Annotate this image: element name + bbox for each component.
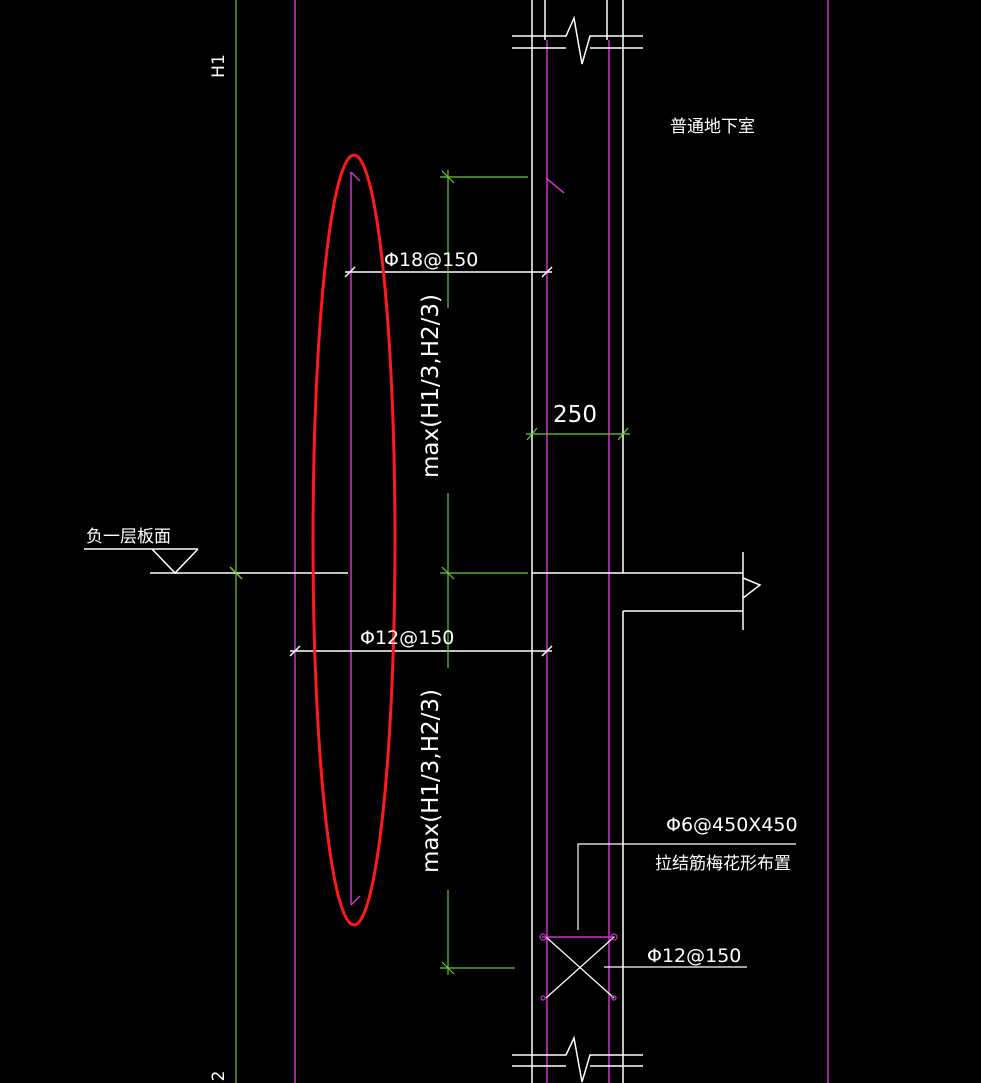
rebar-label-mid: Φ12@150 xyxy=(360,627,454,649)
break-symbol-top xyxy=(512,15,643,65)
tie-leaders xyxy=(577,843,796,968)
dimension-label-upper: max(H1/3,H2/3) xyxy=(418,294,444,478)
break-symbol-bottom xyxy=(512,1035,643,1083)
floor-slab xyxy=(532,552,762,630)
axis-label-h1: H1 xyxy=(209,54,229,78)
wall-outline xyxy=(531,0,624,1083)
rebar-label-bottom: Φ12@150 xyxy=(647,945,741,967)
floor-level-marker xyxy=(84,548,348,580)
dimension-label-lower: max(H1/3,H2/3) xyxy=(418,689,444,873)
floor-level-label: 负一层板面 xyxy=(86,527,171,547)
added-vertical-rebar xyxy=(350,171,565,906)
tie-note-label: 拉结筋梅花形布置 xyxy=(655,854,791,874)
axis-label-h2: 2 xyxy=(209,1071,229,1082)
tie-bar-detail xyxy=(539,933,618,1001)
tie-spec-label: Φ6@450X450 xyxy=(666,814,798,836)
highlight-ellipse xyxy=(311,153,397,927)
wall-thickness-label: 250 xyxy=(553,402,597,428)
room-label: 普通地下室 xyxy=(670,117,755,137)
wall-rebar xyxy=(546,40,610,1083)
dimension-lines xyxy=(440,170,630,975)
rebar-label-top: Φ18@150 xyxy=(384,249,478,271)
